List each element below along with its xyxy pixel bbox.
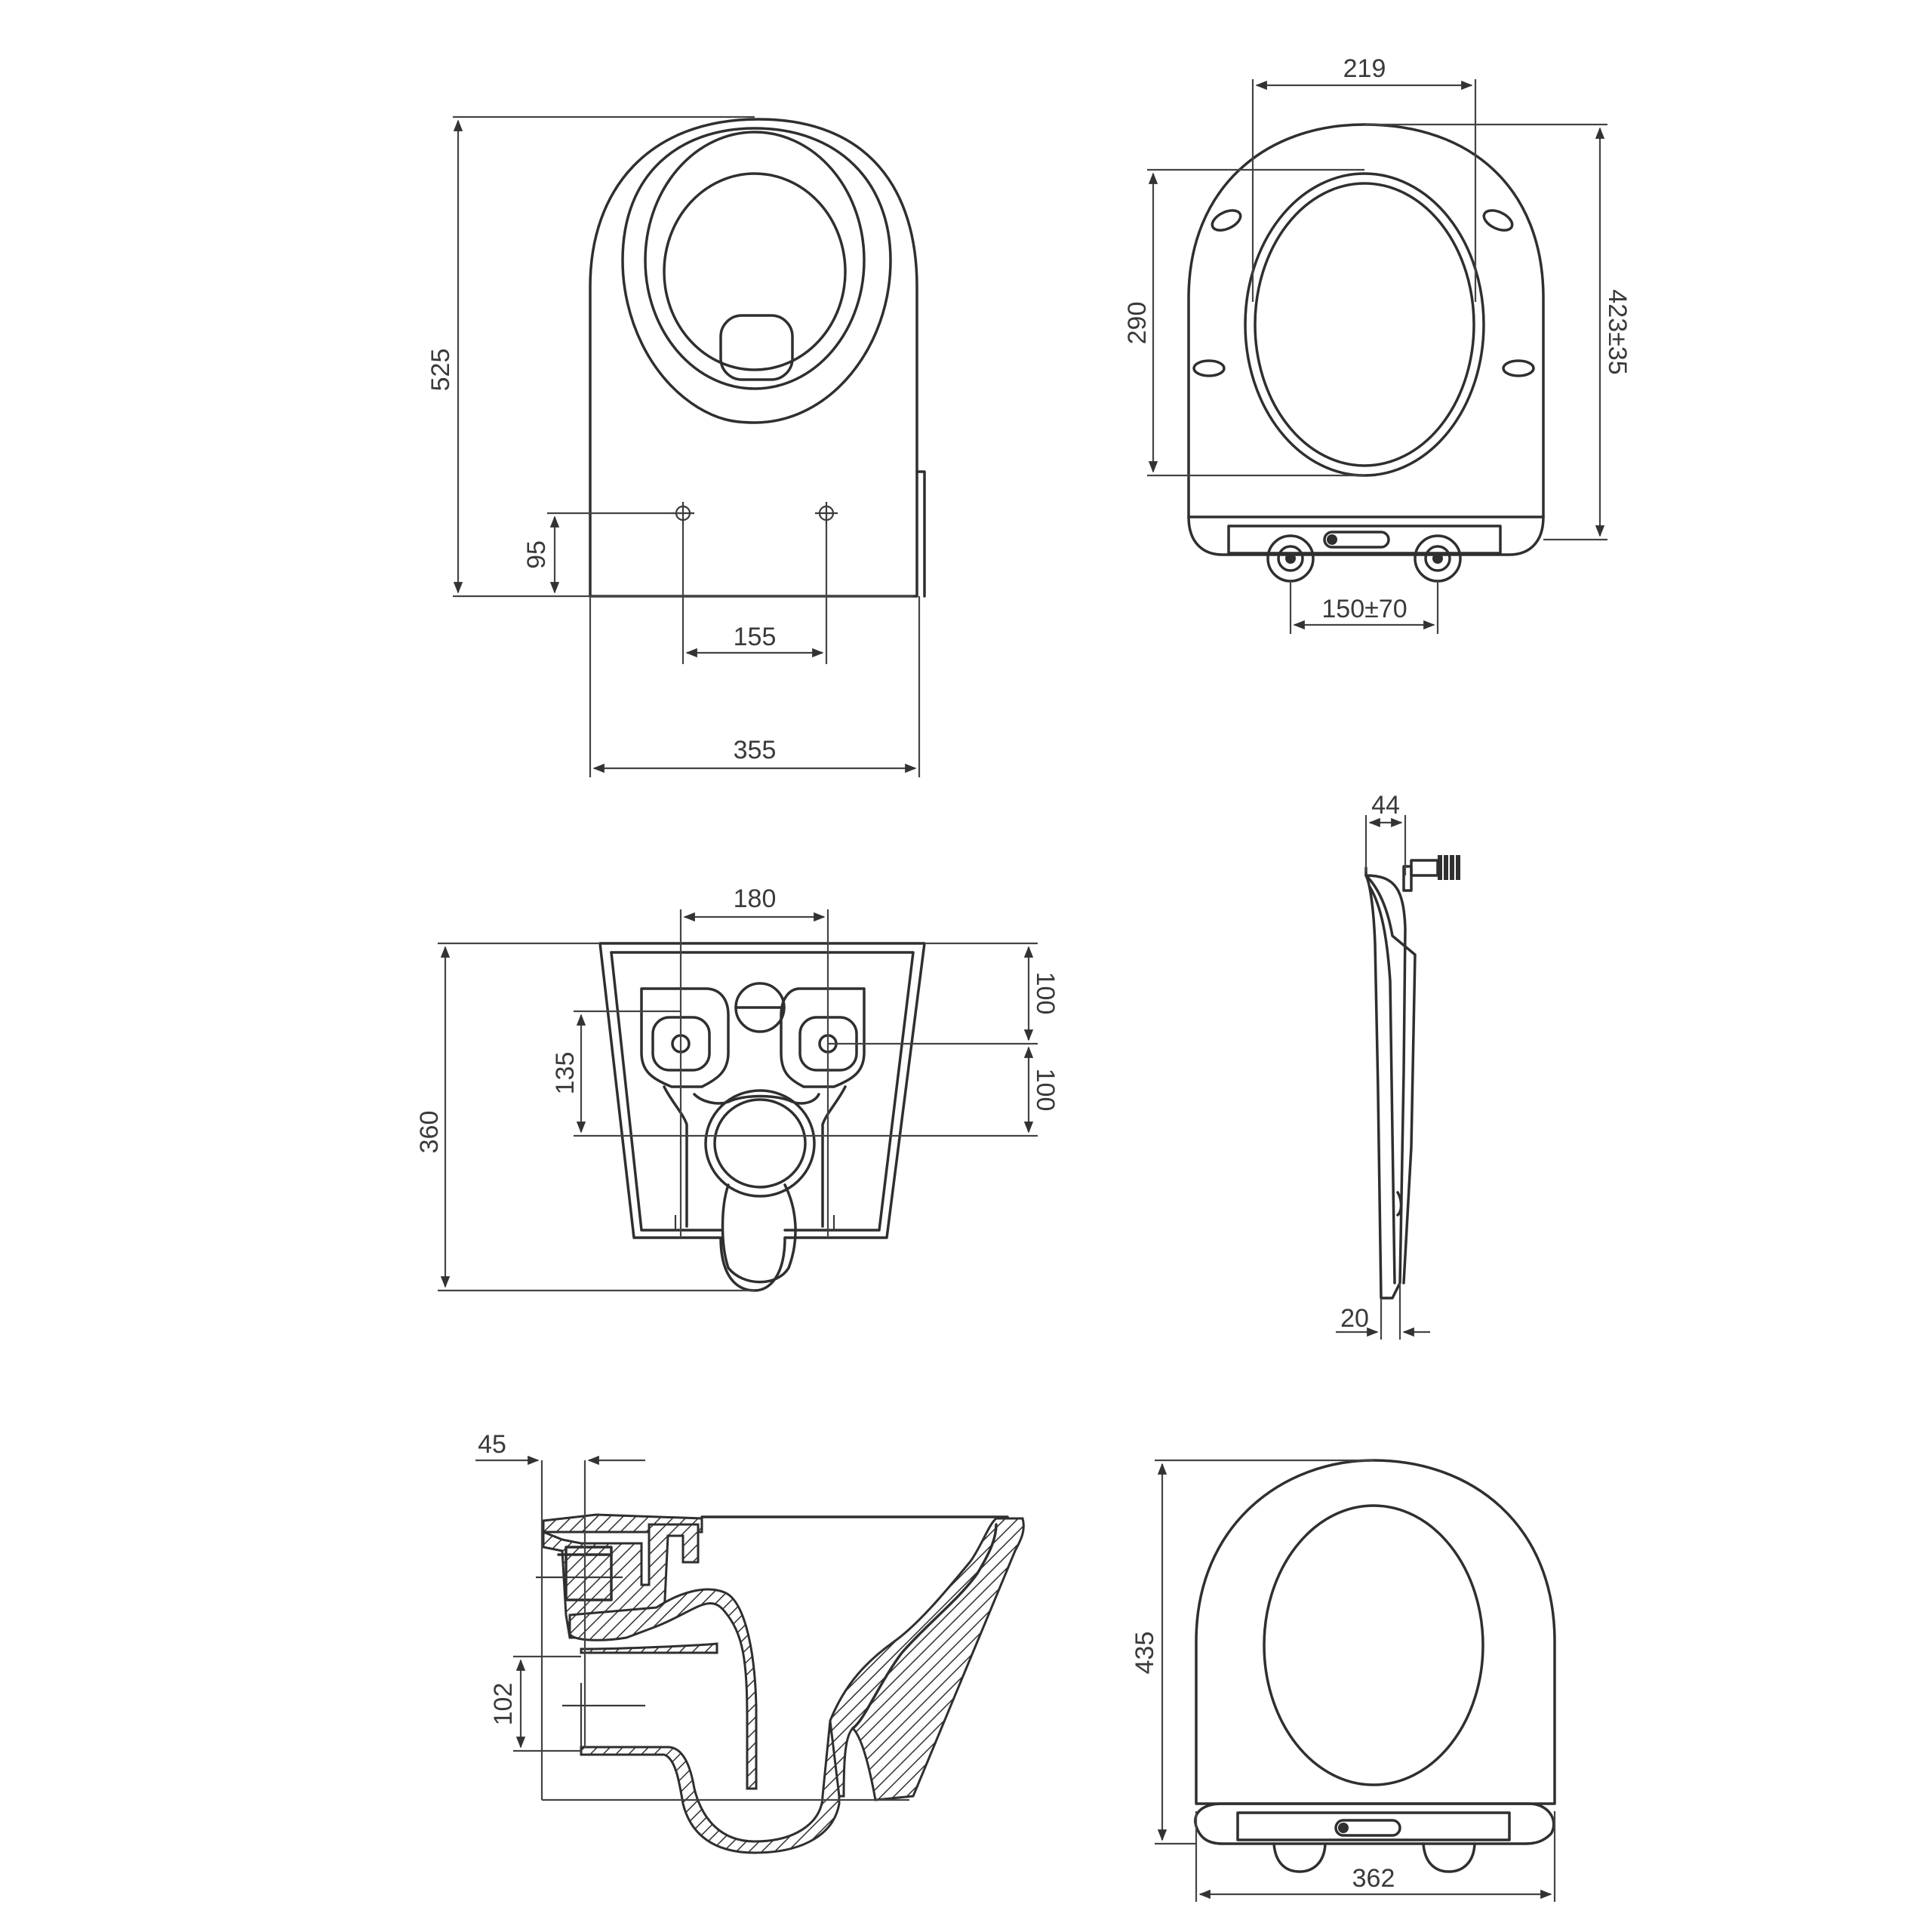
dim-180: 180 — [734, 884, 777, 913]
rear-view: 180 100 100 135 360 — [415, 884, 1060, 1292]
dim-20: 20 — [1340, 1304, 1369, 1333]
dim-355: 355 — [734, 736, 777, 764]
section-view: 45 102 — [475, 1430, 1025, 1854]
dim-44: 44 — [1371, 791, 1400, 820]
dim-100-lower: 100 — [1031, 1069, 1060, 1112]
hinge-left — [1266, 534, 1315, 583]
dim-100-upper: 100 — [1031, 972, 1060, 1015]
dim-362: 362 — [1352, 1864, 1395, 1893]
dim-435: 435 — [1131, 1632, 1159, 1675]
hinge-right — [1414, 534, 1462, 583]
seat-top-view: 219 290 423±35 150±70 — [1123, 54, 1632, 634]
dim-360: 360 — [415, 1111, 444, 1154]
dim-290: 290 — [1123, 302, 1152, 345]
dim-95: 95 — [522, 540, 551, 569]
dim-155: 155 — [734, 623, 777, 651]
dim-45: 45 — [478, 1430, 506, 1459]
seat-side-view: 44 20 — [1336, 791, 1460, 1340]
dim-135: 135 — [551, 1052, 580, 1095]
pan-top-view: 525 95 155 355 — [426, 115, 926, 777]
dim-150: 150±70 — [1321, 595, 1407, 623]
seat-closed-view: 435 362 — [1131, 1459, 1556, 1902]
dim-102: 102 — [489, 1683, 518, 1726]
dim-219: 219 — [1343, 54, 1386, 83]
dim-525: 525 — [426, 349, 455, 392]
fixing-hole-right — [815, 502, 838, 525]
dim-423: 423±35 — [1603, 289, 1632, 374]
